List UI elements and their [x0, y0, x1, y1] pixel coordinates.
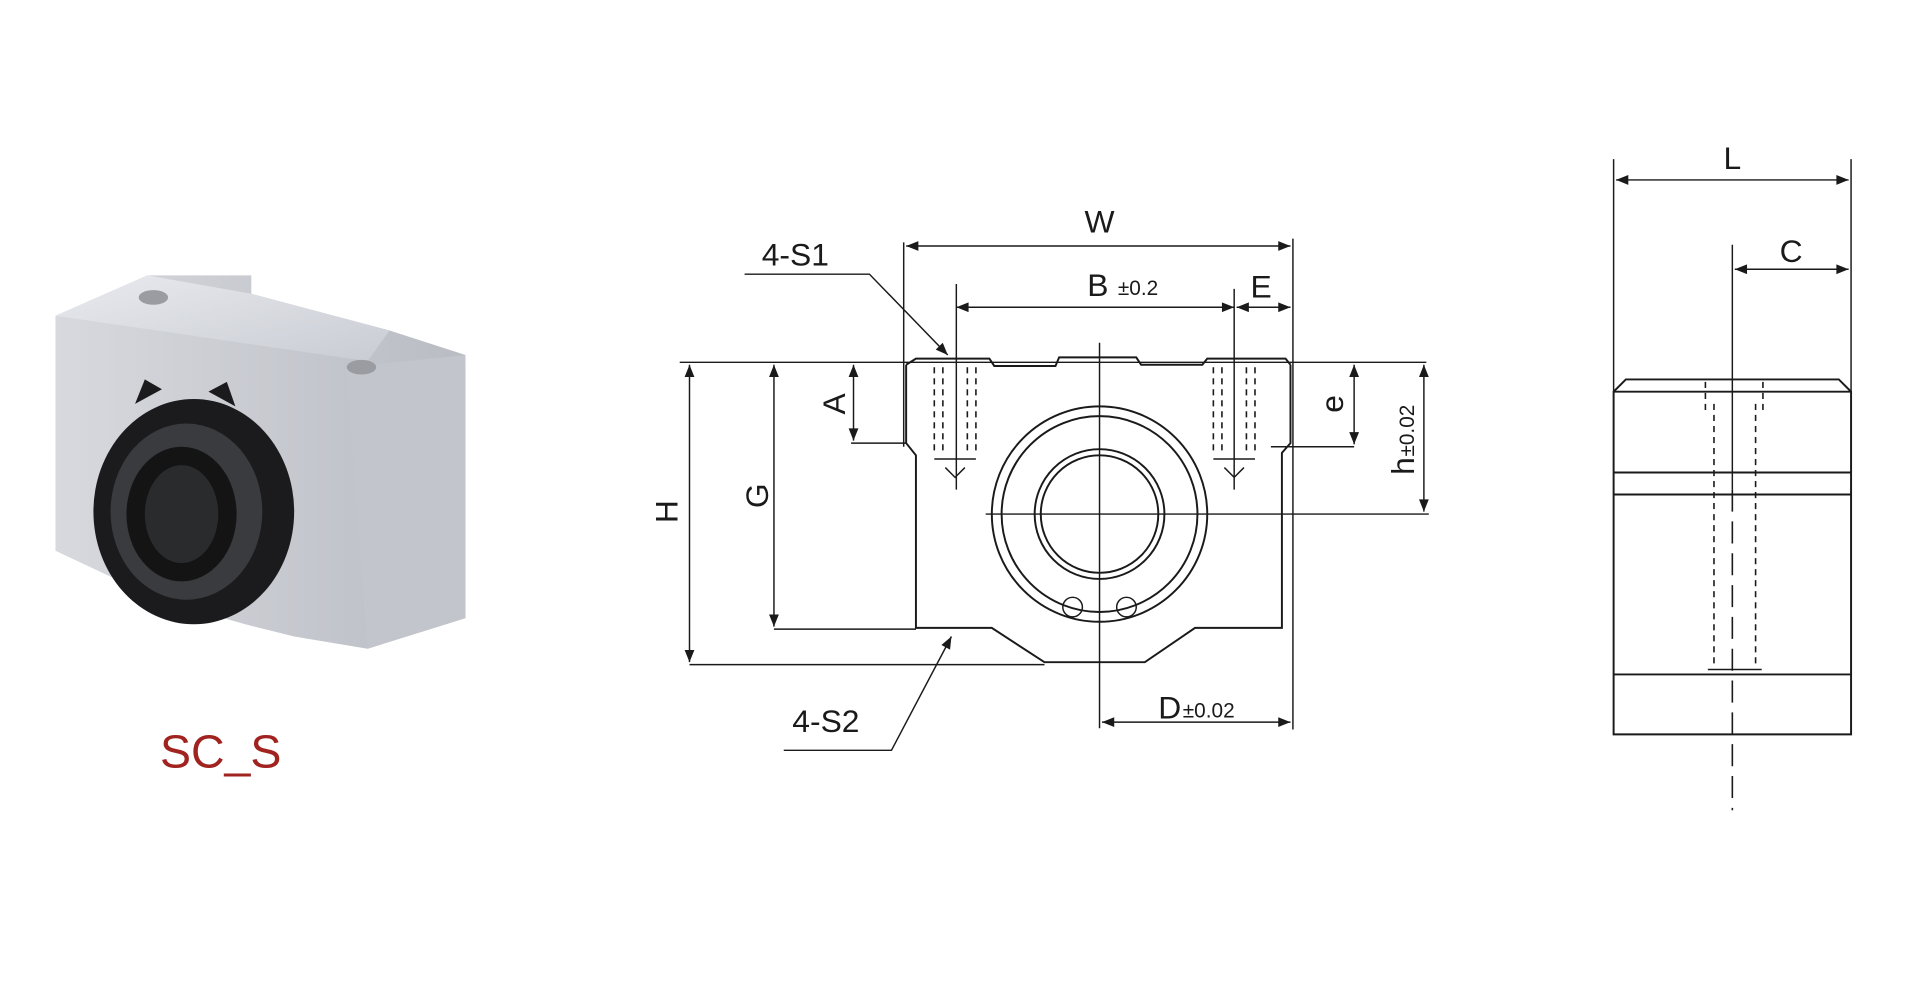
side-view	[1612, 159, 1853, 811]
label-4-S2: 4-S2	[792, 703, 859, 739]
label-E: E	[1250, 268, 1271, 304]
label-B: B	[1087, 267, 1108, 303]
label-H: H	[648, 500, 684, 523]
label-e: e	[1314, 395, 1350, 413]
mounting-hole-right	[1212, 288, 1256, 490]
label-D: D	[1158, 689, 1181, 725]
housing-outline	[905, 356, 1292, 664]
product-caption: SC_S	[160, 725, 281, 777]
label-h-tolerance: ±0.02	[1396, 405, 1419, 457]
label-4-S1: 4-S1	[762, 237, 829, 273]
label-G: G	[739, 483, 775, 508]
label-W: W	[1085, 204, 1115, 240]
leader-S1	[744, 273, 949, 356]
label-L: L	[1723, 140, 1741, 176]
leader-S2	[783, 636, 953, 752]
label-C: C	[1780, 233, 1803, 269]
label-B-tolerance: ±0.2	[1118, 277, 1158, 300]
label-A: A	[816, 393, 852, 415]
mounting-hole-left	[933, 283, 977, 490]
label-D-tolerance: ±0.02	[1183, 699, 1235, 722]
product-photo	[55, 275, 466, 649]
label-h: h	[1385, 457, 1421, 475]
front-view	[679, 238, 1429, 752]
